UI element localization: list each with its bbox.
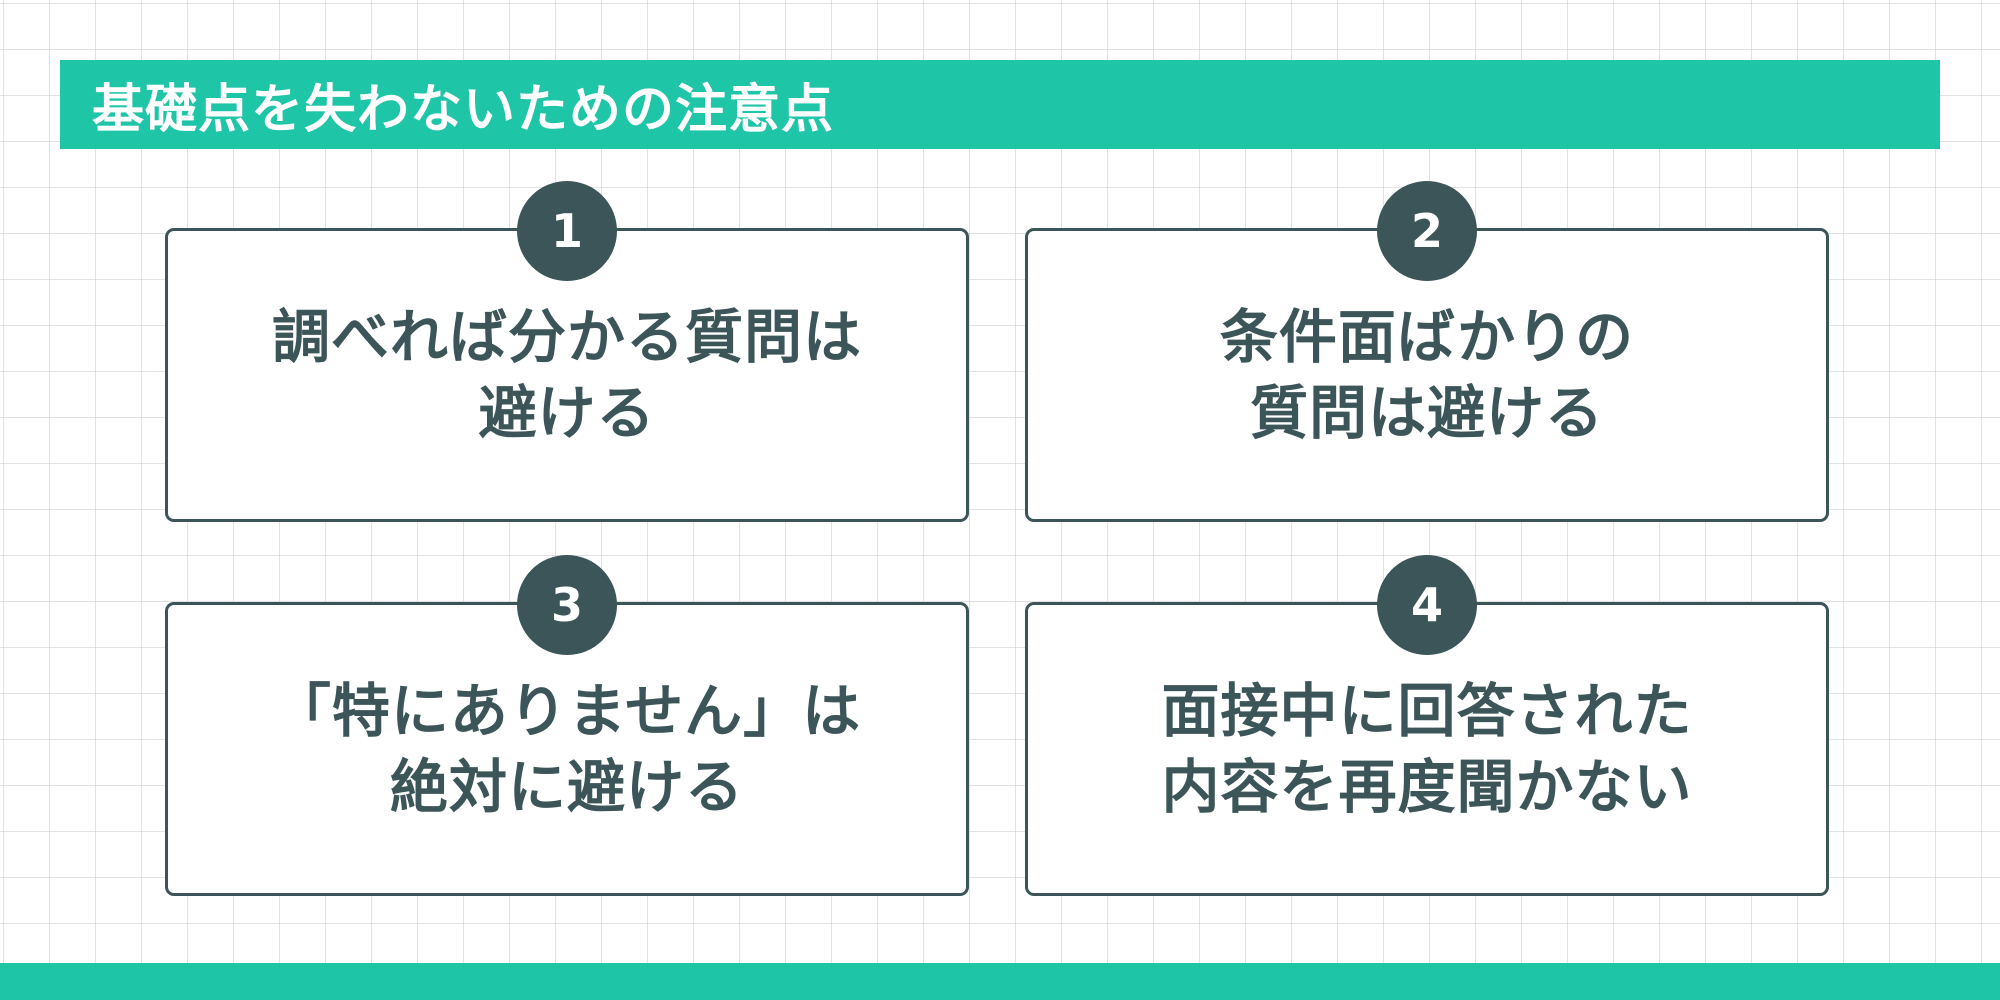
number-badge: 3	[517, 555, 617, 655]
page-title: 基礎点を失わないための注意点	[92, 80, 835, 140]
tip-card-1: 1 調べれば分かる質問は 避ける	[165, 181, 969, 522]
tip-card-3: 3 「特にありません」は 絶対に避ける	[165, 555, 969, 896]
tip-text-line: 「特にありません」は	[272, 677, 862, 745]
tip-text: 「特にありません」は 絶対に避ける	[168, 673, 966, 825]
tip-text: 条件面ばかりの 質問は避ける	[1028, 299, 1826, 451]
tip-text-line: 調べれば分かる質問は	[271, 303, 862, 371]
tip-text-line: 内容を再度聞かない	[1161, 753, 1693, 821]
tip-text: 調べれば分かる質問は 避ける	[168, 299, 966, 451]
number-badge: 2	[1377, 181, 1477, 281]
number-badge: 1	[517, 181, 617, 281]
header-bar: 基礎点を失わないための注意点	[60, 60, 1940, 149]
tip-text-line: 避ける	[478, 379, 656, 447]
number-badge: 4	[1377, 555, 1477, 655]
tip-text-line: 質問は避ける	[1249, 379, 1604, 447]
tip-text-line: 条件面ばかりの	[1219, 303, 1635, 371]
tip-card-4: 4 面接中に回答された 内容を再度聞かない	[1025, 555, 1829, 896]
tip-text-line: 面接中に回答された	[1161, 677, 1693, 745]
tip-text-line: 絶対に避ける	[389, 753, 744, 821]
footer-bar	[0, 963, 2000, 1000]
tip-text: 面接中に回答された 内容を再度聞かない	[1028, 673, 1826, 825]
tip-card-2: 2 条件面ばかりの 質問は避ける	[1025, 181, 1829, 522]
